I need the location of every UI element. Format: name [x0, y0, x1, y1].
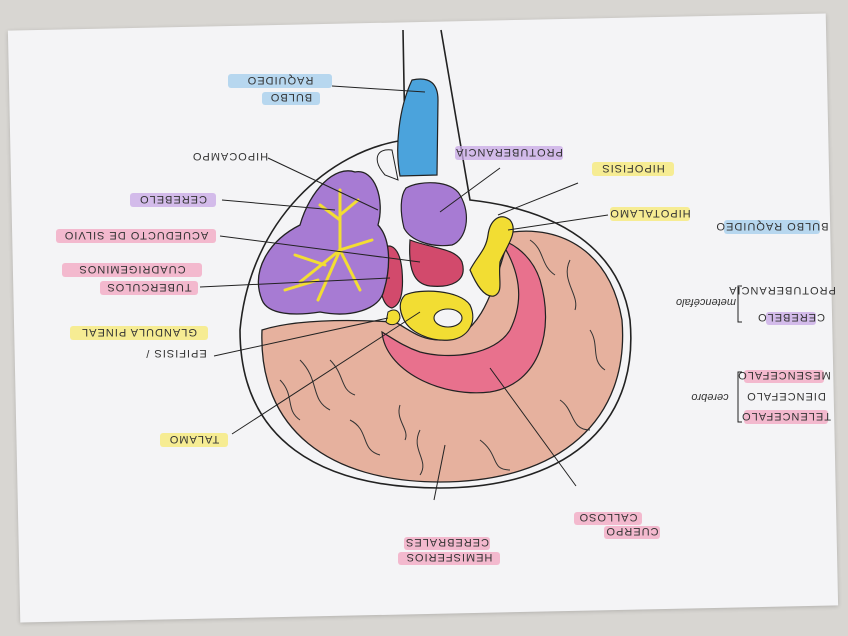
svg-text:CUERPO: CUERPO: [605, 525, 658, 537]
label-tuberculos: CUADRIGEMINOS TUBERCULOS: [62, 263, 202, 295]
svg-text:GLANDULA PINEAL: GLANDULA PINEAL: [81, 326, 197, 338]
label-cuerpo-calloso: CALLOSO CUERPO: [574, 511, 660, 539]
svg-text:TELENCEFALO: TELENCEFALO: [741, 410, 831, 422]
mesencefalo-region: [410, 240, 464, 286]
svg-text:CEREBELO: CEREBELO: [757, 311, 825, 323]
label-hipofisis: HIPOFISIS: [592, 162, 674, 176]
svg-text:HIPOFISIS: HIPOFISIS: [601, 162, 664, 174]
svg-text:cerebro: cerebro: [691, 391, 728, 403]
svg-text:CALLOSO: CALLOSO: [579, 511, 638, 523]
label-talamo: TALAMO: [160, 433, 228, 447]
svg-text:MESENCEFALO: MESENCEFALO: [737, 369, 831, 381]
svg-text:PROTUBERANCIA: PROTUBERANCIA: [455, 146, 563, 158]
svg-text:HEMISFERIOS: HEMISFERIOS: [406, 551, 493, 563]
label-cerebelo: CEREBELO: [130, 193, 216, 207]
label-bulbo: RAQUIDEO BULBO: [228, 74, 332, 105]
label-glandula: GLANDULA PINEAL: [70, 326, 208, 340]
label-hipotalamo: HIPOTALAMO: [609, 207, 690, 221]
svg-text:BULBO: BULBO: [270, 91, 312, 103]
hipocampo-region: [377, 150, 398, 180]
pineal-region: [386, 310, 400, 325]
label-epifisis: EPIFISIS /: [145, 347, 206, 359]
svg-text:metencéfalo: metencéfalo: [676, 296, 736, 308]
label-protuberancia: PROTUBERANCIA: [455, 146, 563, 160]
svg-text:CEREBRALES: CEREBRALES: [405, 536, 489, 548]
talamo-hole: [434, 309, 462, 327]
svg-text:CEREBELO: CEREBELO: [139, 193, 207, 205]
svg-text:CUADRIGEMINOS: CUADRIGEMINOS: [78, 263, 185, 275]
protuberancia-region: [401, 183, 466, 246]
legend: BULBO RAQUIDEO PROTUBERANCIA CEREBELO me…: [676, 220, 836, 424]
svg-text:BULBO RAQUIDEO: BULBO RAQUIDEO: [715, 220, 828, 232]
svg-text:PROTUBERANCIA: PROTUBERANCIA: [728, 284, 836, 296]
label-hipocampo: HIPOCAMPO: [192, 150, 268, 162]
svg-text:DIENCEFALO: DIENCEFALO: [746, 390, 826, 402]
svg-text:ACUEDUCTO DE SILVIO: ACUEDUCTO DE SILVIO: [64, 229, 209, 241]
svg-text:TUBERCULOS: TUBERCULOS: [106, 281, 191, 293]
svg-text:TALAMO: TALAMO: [169, 433, 219, 445]
label-acueducto: ACUEDUCTO DE SILVIO: [56, 229, 216, 243]
svg-text:HIPOTALAMO: HIPOTALAMO: [609, 207, 690, 219]
svg-text:HIPOCAMPO: HIPOCAMPO: [192, 150, 268, 162]
label-hemisferios: CEREBRALES HEMISFERIOS: [398, 536, 500, 565]
svg-text:EPIFISIS /: EPIFISIS /: [145, 347, 206, 359]
svg-text:RAQUIDEO: RAQUIDEO: [247, 74, 314, 86]
